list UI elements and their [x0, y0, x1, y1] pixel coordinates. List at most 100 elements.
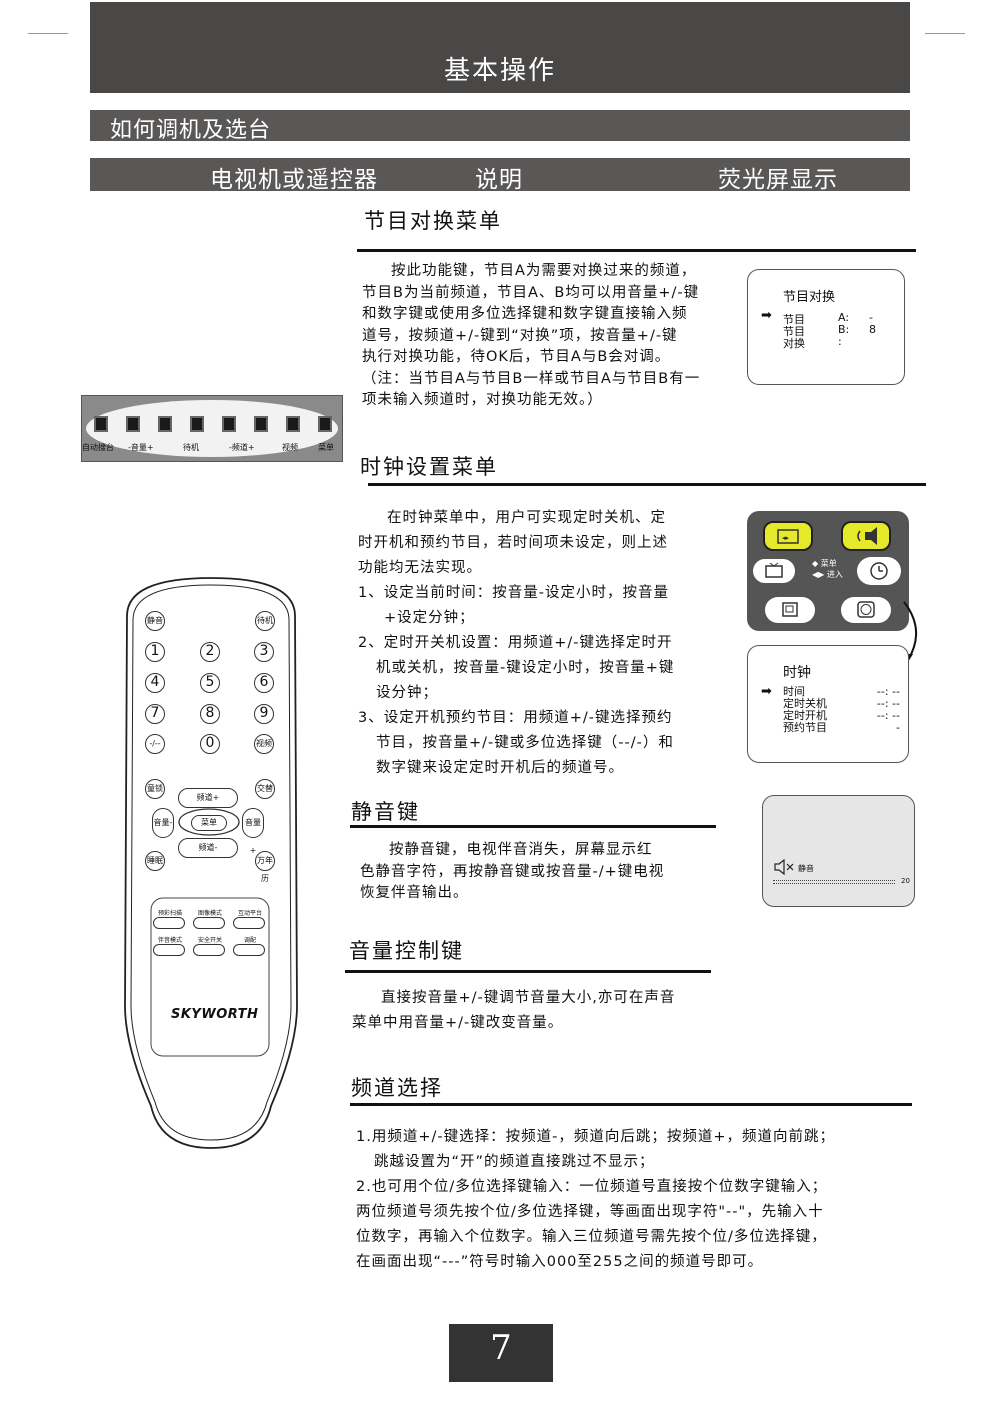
panel-button-channel-down[interactable]	[222, 416, 236, 432]
remote-volume-down-button[interactable]: 音量-	[152, 808, 174, 838]
swap-osd-row1-value: -	[869, 311, 873, 324]
swap-note: （注：当节目A与节目B一样或节目A与节目B有一	[362, 370, 701, 387]
panel-button-standby[interactable]	[190, 416, 204, 432]
remote-digit-1-button[interactable]: 1	[145, 642, 165, 662]
clock-intro-line: 在时钟菜单中，用户可实现定时关机、定	[387, 510, 666, 526]
remote-picture-mode-button[interactable]	[193, 917, 225, 929]
remote-sound-mode-button[interactable]	[153, 944, 185, 956]
clock-intro-line: 时开机和预约节目，若时间项未设定，则上述	[358, 535, 668, 551]
clock-osd-values: --: -- --: -- --: -- -	[877, 686, 900, 734]
remote-digit-5-button[interactable]: 5	[200, 673, 220, 693]
tv-front-panel: 自动搜台 -音量+ 待机 -频道+ 视频 菜单	[81, 395, 343, 462]
clock-item-2-line: 机或关机，按音量-键设定小时，按音量+键	[376, 660, 675, 676]
remote-calendar-button[interactable]: 万年历	[255, 851, 275, 883]
swap-line: 道号，按频道+/-键到“对换”项，按音量+/-键	[362, 327, 678, 344]
column-header-screen: 荧光屏显示	[718, 167, 838, 193]
swap-line: 节目B为当前频道，节目A、B均可以用音量+/-键	[362, 284, 700, 301]
clock-osd-screen: 时钟 ➡ 时间 定时关机 定时开机 预约节目 --: -- --: -- --:…	[747, 645, 909, 763]
clock-section-title: 时钟设置菜单	[360, 455, 498, 479]
volume-line: 直接按音量+/-键调节音量大小,亦可在声音	[381, 990, 676, 1006]
panel-button-auto-search[interactable]	[94, 416, 108, 432]
speaker-icon	[857, 527, 877, 545]
mute-osd-label: 静音	[798, 864, 814, 873]
remote-digit-8-button[interactable]: 8	[200, 704, 220, 724]
swap-osd-row3-label: 对换	[783, 337, 805, 350]
clock-keypad-tv-key[interactable]	[753, 559, 795, 583]
mute-line: 恢复伴音输出。	[360, 885, 469, 901]
mute-line: 按静音键，电视伴音消失，屏幕显示红	[389, 842, 653, 858]
remote-interact-button[interactable]	[233, 917, 265, 929]
clock-keypad-pip-key[interactable]	[765, 597, 815, 623]
channel-line: 跳越设置为“开”的频道直接跳过不显示；	[374, 1154, 655, 1170]
remote-recall-button[interactable]	[233, 944, 265, 956]
remote-mute-button[interactable]: 静音	[145, 611, 165, 631]
clock-osd-title: 时钟	[783, 665, 811, 681]
remote-scan-button[interactable]	[153, 917, 185, 929]
swap-line: 执行对换功能，待OK后，节目A与B会对调。	[362, 349, 671, 365]
clock-keypad-key-right[interactable]	[841, 521, 891, 551]
remote-channel-up-button[interactable]: 频道+	[178, 788, 238, 808]
channel-line: 两位频道号须先按个位/多位选择键，等画面出现字符"--"，先输入十	[356, 1204, 824, 1220]
panel-button-volume-up[interactable]	[158, 416, 172, 432]
panel-label-volume: -音量+	[128, 443, 154, 452]
page-number-box: 7	[449, 1324, 553, 1382]
remote-scan-label: 预彩扫描	[157, 910, 182, 917]
remote-digit-9-button[interactable]: 9	[254, 704, 274, 724]
remote-safety-label: 安全开关	[197, 937, 222, 944]
remote-standby-button[interactable]: 待机	[255, 611, 275, 631]
column-header-device: 电视机或遥控器	[210, 167, 378, 193]
clock-item-1-line: 1、设定当前时间：按音量-设定小时，按音量	[358, 585, 669, 601]
remote-digit-select-button[interactable]: -/--	[145, 734, 165, 754]
clock-keypad-clock-key[interactable]	[857, 557, 901, 585]
panel-label-auto-search: 自动搜台	[82, 443, 114, 452]
remote-interact-label: 互动平台	[237, 910, 262, 917]
swap-section-title: 节目对换菜单	[364, 209, 502, 233]
mute-osd-volume-value: 20	[901, 877, 910, 885]
clock-intro-line: 功能均无法实现。	[358, 560, 482, 576]
section-subtitle-bar: 如何调机及选台	[90, 110, 910, 143]
remote-digit-4-button[interactable]: 4	[145, 673, 165, 693]
clock-keypad-globe-key[interactable]	[841, 597, 891, 623]
clock-keypad-diagram: ◂▸ ◆ 菜单 ◀▶ 进入	[747, 511, 909, 631]
globe-icon	[857, 601, 875, 618]
remote-digit-7-button[interactable]: 7	[145, 704, 165, 724]
section-subtitle: 如何调机及选台	[110, 118, 272, 143]
tv-front-panel-face	[86, 400, 338, 457]
remote-video-button[interactable]: 视频	[254, 734, 274, 754]
remote-swap-button[interactable]: 交替	[255, 779, 275, 799]
panel-button-channel-up[interactable]	[254, 416, 268, 432]
clock-osd-value: --: --	[876, 685, 900, 698]
remote-digit-0-button[interactable]: 0	[200, 734, 220, 754]
swap-section-rule	[357, 249, 916, 252]
remote-digit-2-button[interactable]: 2	[200, 642, 220, 662]
volume-description: 直接按音量+/-键调节音量大小,亦可在声音 菜单中用音量+/-键改变音量。	[352, 986, 712, 1036]
panel-button-menu[interactable]	[318, 416, 332, 432]
remote-menu-button[interactable]: 菜单	[191, 815, 227, 831]
panel-button-video[interactable]	[286, 416, 300, 432]
channel-line: 1.用频道+/-键选择：按频道-，频道向后跳；按频道+，频道向前跳；	[356, 1129, 835, 1145]
clock-osd-item: 预约节目	[783, 721, 827, 734]
panel-button-volume-down[interactable]	[126, 416, 140, 432]
arrow-right-icon: ➡	[761, 684, 772, 699]
swap-osd-row2-label: 节目	[783, 325, 805, 338]
remote-sleep-button[interactable]: 睡眠	[145, 851, 165, 871]
channel-line: 位数字，再输入个位数字。输入三位频道号需先按个位/多位选择键，	[356, 1229, 827, 1245]
remote-volume-up-button[interactable]: 音量+	[242, 808, 264, 855]
mute-section-rule	[350, 825, 716, 828]
channel-section-title: 频道选择	[351, 1076, 443, 1100]
muted-speaker-icon	[774, 859, 794, 875]
column-header-description: 说明	[475, 167, 523, 193]
clock-item-1-line: +设定分钟；	[384, 610, 475, 626]
remote-digit-3-button[interactable]: 3	[254, 642, 274, 662]
swap-osd-row2-value: 8	[869, 323, 876, 336]
clock-osd-item: 定时开机	[783, 709, 827, 722]
swap-osd-row1-label: 节目	[783, 313, 805, 326]
remote-sound-label: 伴音模式	[157, 937, 182, 944]
clock-keypad-key-left[interactable]: ◂▸	[763, 521, 813, 551]
remote-digit-6-button[interactable]: 6	[254, 673, 274, 693]
remote-safety-button[interactable]	[193, 944, 225, 956]
remote-channel-down-button[interactable]: 频道-	[178, 838, 238, 858]
channel-line: 在画面出现“---”符号时输入000至255之间的频道号即可。	[356, 1254, 764, 1270]
remote-child-lock-button[interactable]: 童锁	[145, 779, 165, 799]
crop-mark-left	[28, 33, 68, 34]
